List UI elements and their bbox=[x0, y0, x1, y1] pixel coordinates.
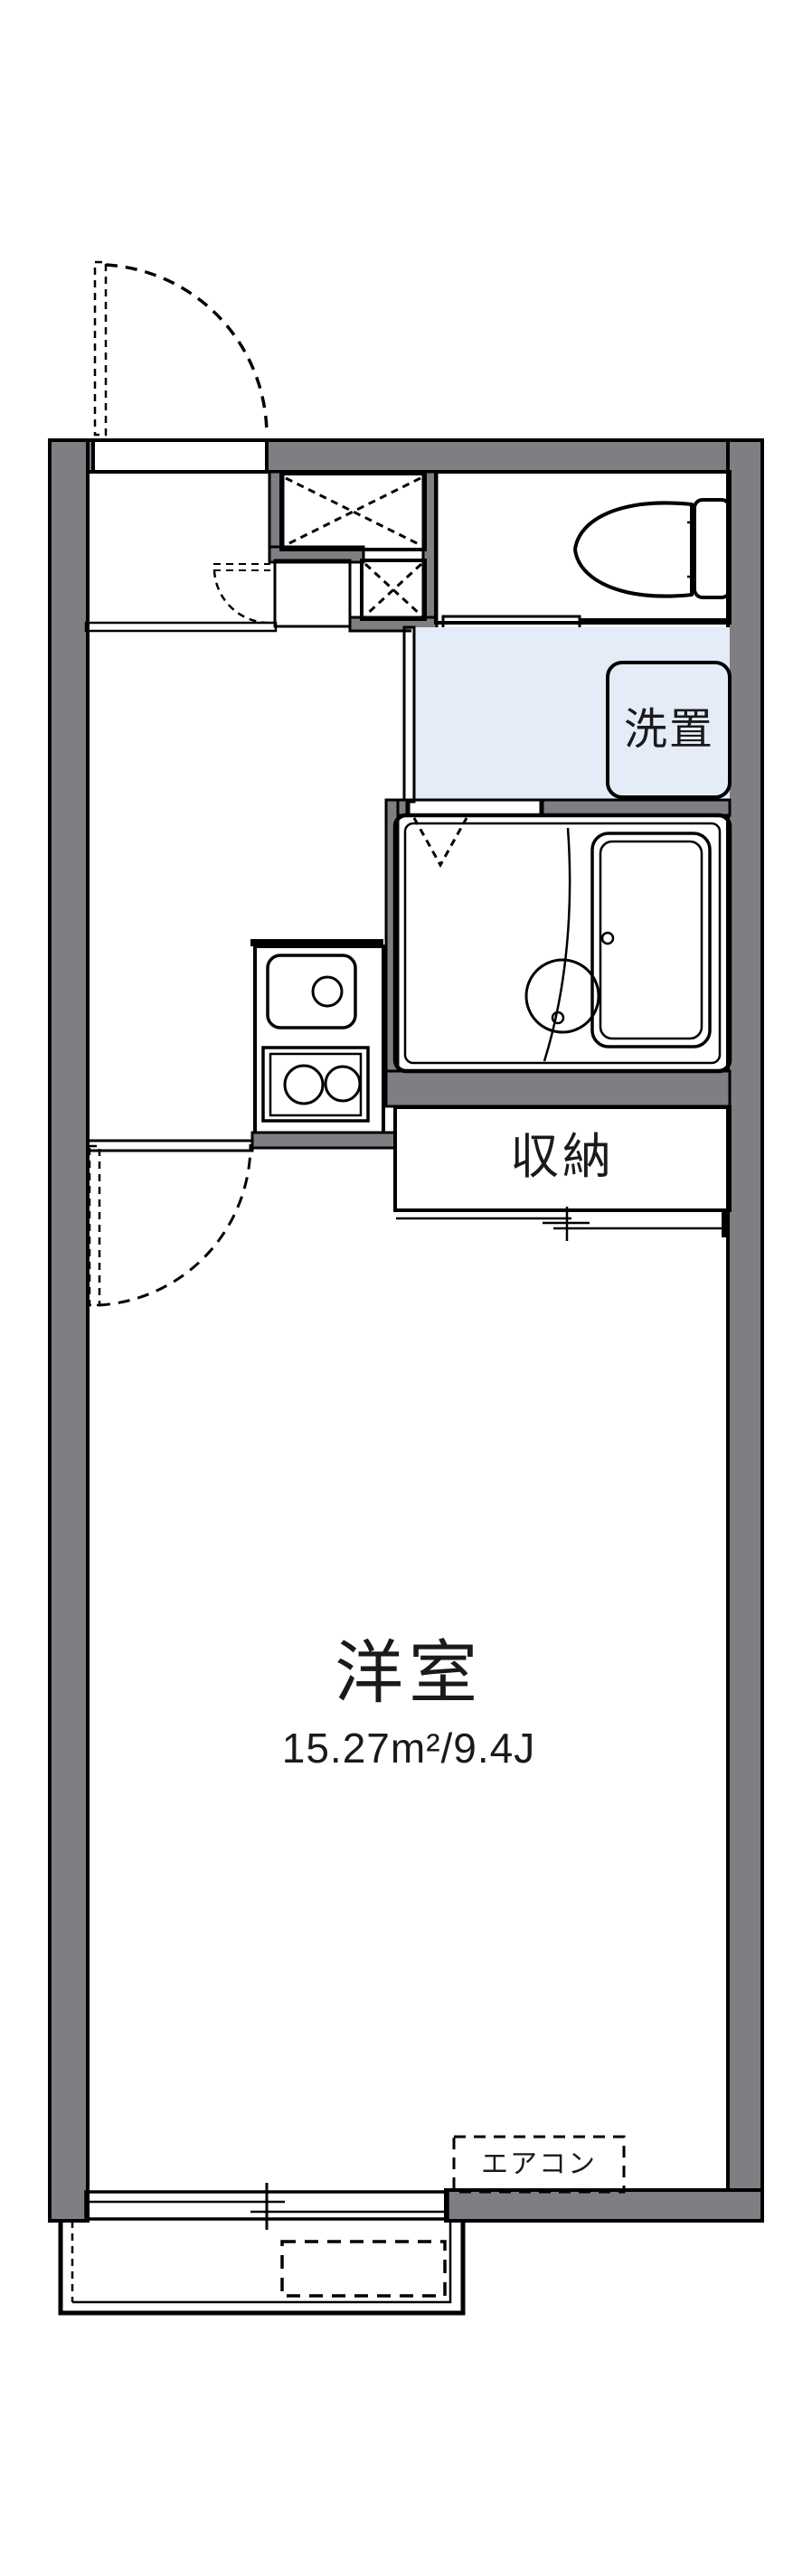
bathtub-drain-dot bbox=[600, 931, 615, 945]
entrance-step bbox=[84, 559, 352, 633]
bathroom-folding-door bbox=[412, 817, 468, 869]
bathroom-closet-wall-band bbox=[384, 1069, 732, 1108]
shoe-cabinet-upper-box bbox=[279, 472, 427, 551]
room-door bbox=[86, 1139, 254, 1307]
room-door-swing-arc bbox=[98, 1143, 252, 1307]
kitchen-top-edge bbox=[250, 939, 383, 946]
kitchen-unit bbox=[250, 939, 397, 1150]
toilet-room-floor bbox=[434, 470, 732, 625]
bathroom-door-threshold bbox=[405, 798, 544, 817]
shoe-cabinet-lower-box bbox=[360, 559, 427, 621]
main-room-area: 15.27m²/9.4J bbox=[281, 1725, 536, 1772]
bottom-wall bbox=[444, 2188, 764, 2223]
room-door-leaf bbox=[88, 1144, 101, 1307]
washer-space-outline bbox=[606, 661, 732, 799]
balcony-dashed-area bbox=[280, 2240, 447, 2298]
entrance-threshold bbox=[91, 438, 269, 474]
toilet-room-bottom-wall bbox=[579, 618, 730, 625]
right-wall bbox=[726, 438, 764, 2223]
stove-burner-left bbox=[283, 1064, 325, 1105]
closet bbox=[393, 1105, 732, 1241]
main-room-window bbox=[84, 2183, 449, 2230]
bathroom-inner-line bbox=[403, 822, 722, 1065]
cabinet-x-mark bbox=[364, 562, 423, 617]
kitchen-sink bbox=[266, 954, 357, 1029]
toilet-tank bbox=[693, 498, 732, 599]
washroom-floor bbox=[411, 627, 730, 802]
washroom-bottom-wall-right bbox=[539, 798, 732, 817]
closet-right-jamb bbox=[722, 1210, 730, 1237]
small-door-swing-arc bbox=[212, 569, 268, 625]
toilet-bowl bbox=[573, 501, 694, 598]
entrance-door-swing-arc bbox=[105, 263, 269, 436]
aircon-space-outline bbox=[452, 2135, 626, 2194]
stove-outer bbox=[261, 1046, 370, 1123]
outer-walls bbox=[48, 438, 764, 2223]
closet-label: 収納 bbox=[510, 1130, 615, 1184]
balcony-inner-line bbox=[72, 2221, 452, 2304]
left-wall bbox=[48, 438, 90, 2223]
wash-stool-circle bbox=[524, 958, 600, 1034]
kitchen-block bbox=[253, 945, 385, 1141]
entrance bbox=[91, 260, 269, 474]
kitchen-faucet bbox=[311, 975, 344, 1008]
top-wall bbox=[265, 438, 764, 474]
wash-drain-dot bbox=[551, 1011, 565, 1025]
balcony bbox=[58, 2221, 466, 2316]
washroom bbox=[396, 625, 732, 817]
wash-stool-symbol bbox=[524, 958, 600, 1034]
bathroom bbox=[384, 798, 732, 1108]
kitchen-bottom-wall bbox=[250, 1131, 397, 1150]
entrance-step-platform bbox=[273, 559, 352, 628]
main-room-name: 洋室 bbox=[335, 1635, 483, 1712]
bathtub-inner bbox=[599, 840, 703, 1040]
toilet-symbol bbox=[573, 498, 732, 599]
balcony-outline bbox=[58, 2221, 466, 2316]
genkan-step-line bbox=[84, 621, 278, 633]
bath-partition-line bbox=[543, 827, 571, 1062]
bathtub-outer bbox=[590, 832, 712, 1048]
bathtub-symbol bbox=[590, 832, 712, 1048]
stove-burner-right bbox=[324, 1065, 362, 1103]
entrance-door-leaf bbox=[93, 260, 108, 437]
bathroom-floor bbox=[392, 813, 732, 1074]
aircon-label: エアコン bbox=[481, 2149, 597, 2179]
room-door-threshold bbox=[86, 1139, 254, 1152]
washer-space-label: 洗置 bbox=[623, 706, 715, 754]
closet-sliding-door bbox=[396, 1207, 729, 1241]
shoe-cabinet bbox=[268, 470, 439, 633]
closet-floor bbox=[393, 1105, 732, 1212]
